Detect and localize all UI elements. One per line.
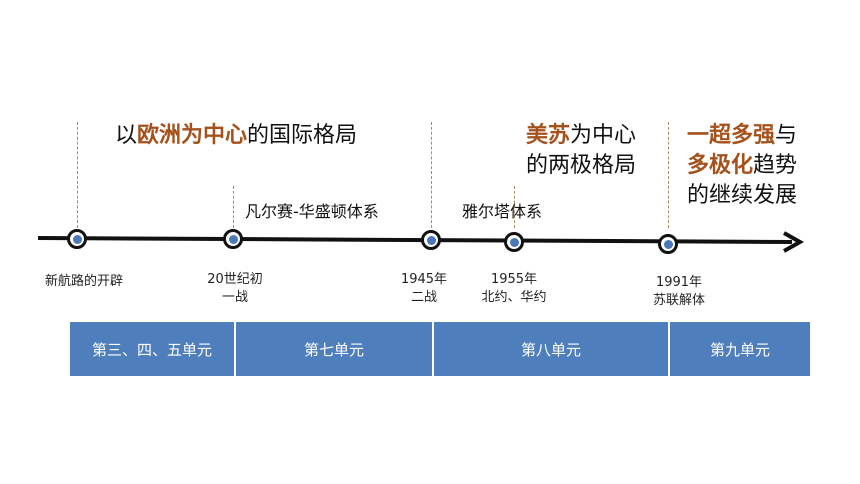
era-label-europe: 以欧洲为中心的国际格局 (115, 123, 358, 148)
unit-block-3: 第八单元 (434, 322, 668, 376)
event-label-2: 20世纪初 一战 (207, 272, 263, 305)
timeline-node-4 (504, 232, 524, 252)
node-dot (509, 237, 519, 247)
unit-block-2: 第七单元 (236, 322, 432, 376)
guide-line-2 (233, 186, 234, 228)
era-label-bipolar: 美苏为中心 的两极格局 (526, 123, 637, 178)
era-label-multipolar: 一超多强与 多极化趋势 的继续发展 (687, 123, 798, 208)
node-dot (663, 239, 673, 249)
timeline-arrowhead (783, 231, 805, 253)
event-label-1: 新航路的开辟 (44, 274, 123, 289)
guide-line-4 (514, 186, 515, 228)
guide-line-5 (668, 122, 669, 228)
timeline-node-1 (67, 229, 87, 249)
system-label-yalta: 雅尔塔体系 (462, 202, 543, 221)
node-dot (72, 234, 82, 244)
system-label-versailles: 凡尔赛-华盛顿体系 (245, 202, 379, 221)
unit-block-1: 第三、四、五单元 (70, 322, 234, 376)
timeline-node-2 (223, 229, 243, 249)
timeline-node-5 (658, 234, 678, 254)
guide-line-3 (431, 122, 432, 228)
node-dot (228, 234, 238, 244)
timeline-node-3 (421, 230, 441, 250)
event-label-5: 1991年 苏联解体 (652, 275, 705, 308)
guide-line-1 (77, 122, 78, 228)
event-label-4: 1955年 北约、华约 (481, 272, 547, 305)
unit-block-4: 第九单元 (670, 322, 810, 376)
node-dot (426, 235, 436, 245)
event-label-3: 1945年 二战 (400, 272, 448, 305)
timeline-axis (37, 236, 793, 244)
